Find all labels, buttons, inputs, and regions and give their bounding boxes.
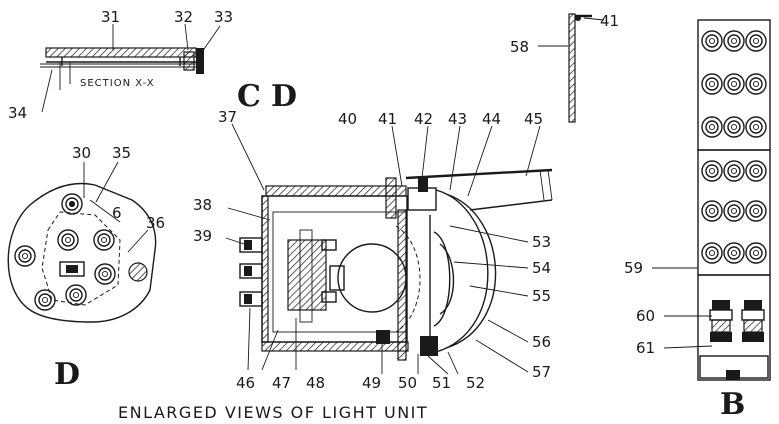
view-letter-c: C xyxy=(237,79,261,114)
callout-60: 60 xyxy=(636,307,655,325)
callout-35: 35 xyxy=(112,144,131,162)
callout-32: 32 xyxy=(174,8,193,26)
view-d-angle-mark: 6 xyxy=(112,204,122,222)
callout-53: 53 xyxy=(532,233,551,251)
callout-46: 46 xyxy=(236,374,255,392)
callout-30: 30 xyxy=(72,144,91,162)
light-unit-assembly xyxy=(239,168,553,361)
callout-45: 45 xyxy=(524,110,543,128)
callout-58: 58 xyxy=(510,38,529,56)
callout-37: 37 xyxy=(218,108,237,126)
callout-61: 61 xyxy=(636,339,655,357)
view-letter-d-top: D xyxy=(271,79,297,114)
view-b xyxy=(697,19,771,381)
callout-31: 31 xyxy=(101,8,120,26)
view-d: 6 xyxy=(7,182,157,323)
section-label: SECTION X-X xyxy=(80,78,155,89)
callout-44: 44 xyxy=(482,110,501,128)
callout-38: 38 xyxy=(193,196,212,214)
callout-50: 50 xyxy=(398,374,417,392)
callout-labels: 31 32 33 34 30 35 36 C D 37 38 39 40 41 … xyxy=(8,8,745,422)
callout-41-center: 41 xyxy=(378,110,397,128)
callout-57: 57 xyxy=(532,363,551,381)
callout-49: 49 xyxy=(362,374,381,392)
callout-40: 40 xyxy=(338,110,357,128)
callout-51: 51 xyxy=(432,374,451,392)
leader-lines xyxy=(41,17,713,375)
callout-55: 55 xyxy=(532,287,551,305)
figure-caption: ENLARGED VIEWS OF LIGHT UNIT xyxy=(118,403,428,422)
callout-43: 43 xyxy=(448,110,467,128)
callout-33: 33 xyxy=(214,8,233,26)
section-x-x-view: SECTION X-X xyxy=(40,47,204,90)
callout-52: 52 xyxy=(466,374,485,392)
callout-36: 36 xyxy=(146,214,165,232)
callout-59: 59 xyxy=(624,259,643,277)
view-letter-d-bottom: D xyxy=(54,357,80,392)
callout-54: 54 xyxy=(532,259,551,277)
callout-34: 34 xyxy=(8,104,27,122)
callout-39: 39 xyxy=(193,227,212,245)
callout-48: 48 xyxy=(306,374,325,392)
bracket-58 xyxy=(568,13,592,123)
callout-56: 56 xyxy=(532,333,551,351)
callout-42: 42 xyxy=(414,110,433,128)
callout-41-bracket: 41 xyxy=(600,12,619,30)
view-letter-b: B xyxy=(720,387,745,422)
callout-47: 47 xyxy=(272,374,291,392)
